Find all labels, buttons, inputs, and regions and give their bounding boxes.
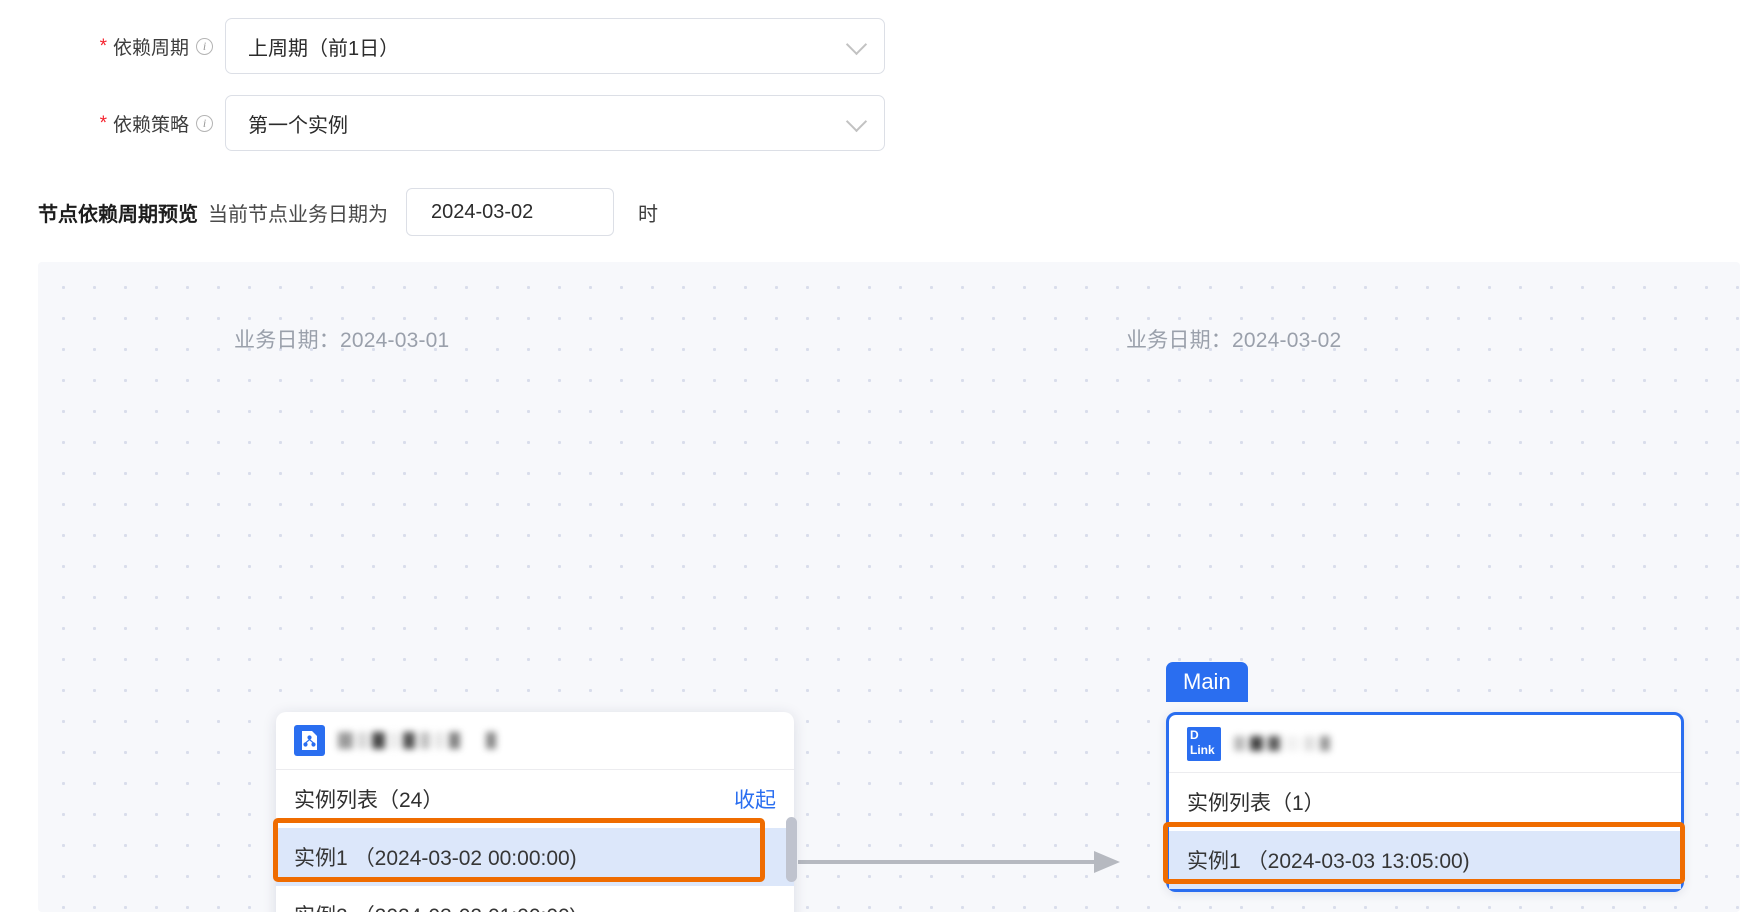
form-row-dependency-cycle: * 依赖周期 i 上周期（前1日） <box>38 18 885 74</box>
scrollbar-thumb[interactable] <box>786 817 797 882</box>
select-value-dependency-strategy: 第一个实例 <box>248 114 348 137</box>
preview-unit-label: 时 <box>638 203 658 226</box>
left-node-business-date: 业务日期：2024-03-01 <box>234 329 450 352</box>
right-card-title-redacted <box>1234 736 1330 751</box>
select-dependency-cycle[interactable]: 上周期（前1日） <box>225 18 885 74</box>
label-text-dependency-strategy: 依赖策略 <box>112 114 189 136</box>
required-marker-icon: * <box>99 112 107 134</box>
chevron-down-icon[interactable] <box>845 110 868 133</box>
field-label-dependency-strategy: * 依赖策略 i <box>38 110 213 137</box>
left-instance-list-header: 实例列表（24） 收起 <box>276 770 794 828</box>
left-card-header <box>276 712 794 770</box>
dlink-icon-line2: Link <box>1190 742 1215 757</box>
select-dependency-strategy[interactable]: 第一个实例 <box>225 95 885 151</box>
chevron-down-icon[interactable] <box>845 33 868 56</box>
arrow-right-connector <box>798 851 1120 873</box>
left-card-title-redacted <box>338 732 496 749</box>
left-instance-list-title: 实例列表（24） <box>294 789 444 812</box>
field-label-dependency-cycle: * 依赖周期 i <box>38 33 213 60</box>
collapse-link[interactable]: 收起 <box>734 789 776 812</box>
node-card-right[interactable]: D Link 实例列表（1） 实例1 （2024-03-03 13:05:00) <box>1166 712 1684 892</box>
node-doc-icon <box>294 725 325 756</box>
right-node-business-date: 业务日期：2024-03-02 <box>1126 329 1342 352</box>
form-row-dependency-strategy: * 依赖策略 i 第一个实例 <box>38 95 885 151</box>
dependency-graph-canvas[interactable]: 业务日期：2024-03-01 业务日期：2024-03-02 <box>38 262 1740 912</box>
dlink-icon: D Link <box>1187 726 1221 761</box>
preview-subtitle: 当前节点业务日期为 <box>208 203 388 226</box>
preview-title: 节点依赖周期预览 <box>38 203 198 226</box>
node-card-left[interactable]: 实例列表（24） 收起 实例1 （2024-03-02 00:00:00) 实例… <box>276 712 794 912</box>
instance-list-scrollbar[interactable] <box>786 817 797 882</box>
business-date-value: 2024-03-02 <box>431 200 534 223</box>
info-circle-icon[interactable]: i <box>196 114 213 132</box>
right-card-header: D Link <box>1169 715 1681 773</box>
label-text-dependency-cycle: 依赖周期 <box>112 37 189 59</box>
main-node-badge: Main <box>1166 662 1248 703</box>
info-circle-icon[interactable]: i <box>196 37 213 55</box>
instance-name: 实例1 <box>294 847 348 870</box>
required-marker-icon: * <box>99 35 107 57</box>
instance-time: （2024-03-02 01:00:00) <box>354 900 577 912</box>
instance-name: 实例1 <box>1187 850 1241 873</box>
instance-time: （2024-03-03 13:05:00) <box>1246 850 1470 873</box>
list-item[interactable]: 实例1 （2024-03-02 00:00:00) <box>276 828 794 886</box>
right-instance-list-header: 实例列表（1） <box>1169 773 1681 831</box>
select-value-dependency-cycle: 上周期（前1日） <box>248 37 400 60</box>
instance-time: （2024-03-02 00:00:00) <box>353 847 577 870</box>
right-instance-list-title: 实例列表（1） <box>1187 792 1325 815</box>
list-item[interactable]: 实例1 （2024-03-03 13:05:00) <box>1169 831 1681 889</box>
instance-name: 实例2 <box>294 900 348 912</box>
list-item[interactable]: 实例2 （2024-03-02 01:00:00) <box>276 886 794 912</box>
dlink-icon-line1: D <box>1190 727 1199 742</box>
business-date-input[interactable]: 2024-03-02 <box>406 188 614 236</box>
preview-header: 节点依赖周期预览 当前节点业务日期为 2024-03-02 时 <box>38 188 658 236</box>
